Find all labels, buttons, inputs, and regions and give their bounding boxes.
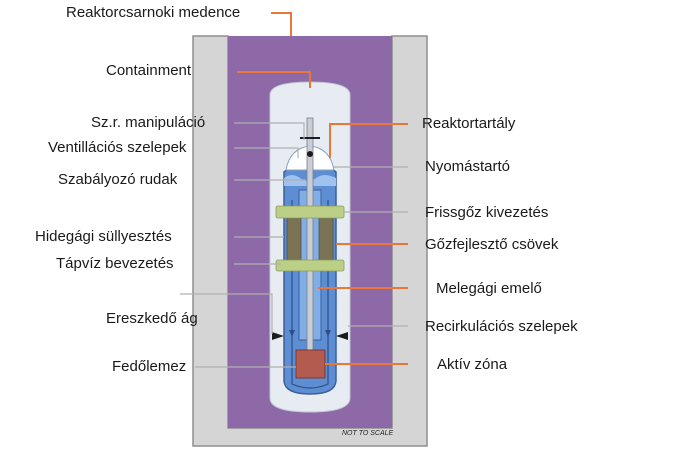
label-containment: Containment — [106, 62, 192, 79]
arrow-right-down — [325, 330, 331, 337]
flow-loop — [291, 200, 329, 389]
label-reactor-vessel: Reaktortartály — [422, 115, 516, 132]
label-steam-outlet: Frissgőz kivezetés — [425, 204, 549, 221]
label-control-rods: Szabályozó rudak — [58, 171, 178, 188]
leaders-gray — [180, 122, 408, 368]
arrow-left-down — [289, 330, 295, 337]
label-hot-leg-riser: Melegági emelő — [436, 280, 542, 297]
label-manipulator: Sz.r. manipuláció — [91, 114, 206, 131]
sg-tubes-left — [286, 217, 302, 261]
label-feedwater: Tápvíz bevezetés — [56, 255, 174, 272]
water-surface — [284, 175, 336, 186]
recirc-valve-left — [272, 332, 284, 340]
label-sg-tubes: Gőzfejlesztő csövek — [425, 236, 559, 253]
leaders-orange — [237, 12, 408, 365]
label-recirc-valves: Recirkulációs szelepek — [425, 318, 578, 335]
label-vent-valves: Ventillációs szelepek — [48, 139, 187, 156]
scale-note: NOT TO SCALE — [342, 430, 394, 437]
label-pool: Reaktorcsarnoki medence — [66, 4, 241, 21]
steam-outlet-band — [275, 205, 345, 219]
label-core: Aktív zóna — [437, 356, 508, 373]
core — [295, 349, 326, 379]
feedwater-band — [275, 259, 345, 272]
recirc-valve-right — [336, 332, 348, 340]
label-cover-plate: Fedőlemez — [112, 358, 187, 375]
sg-tubes-right — [318, 217, 334, 261]
vent-valve — [307, 151, 313, 157]
label-pressurizer: Nyomástartó — [425, 158, 511, 175]
label-downcomer: Ereszkedő ág — [106, 310, 198, 327]
label-cold-leg: Hidegági süllyesztés — [35, 228, 172, 245]
